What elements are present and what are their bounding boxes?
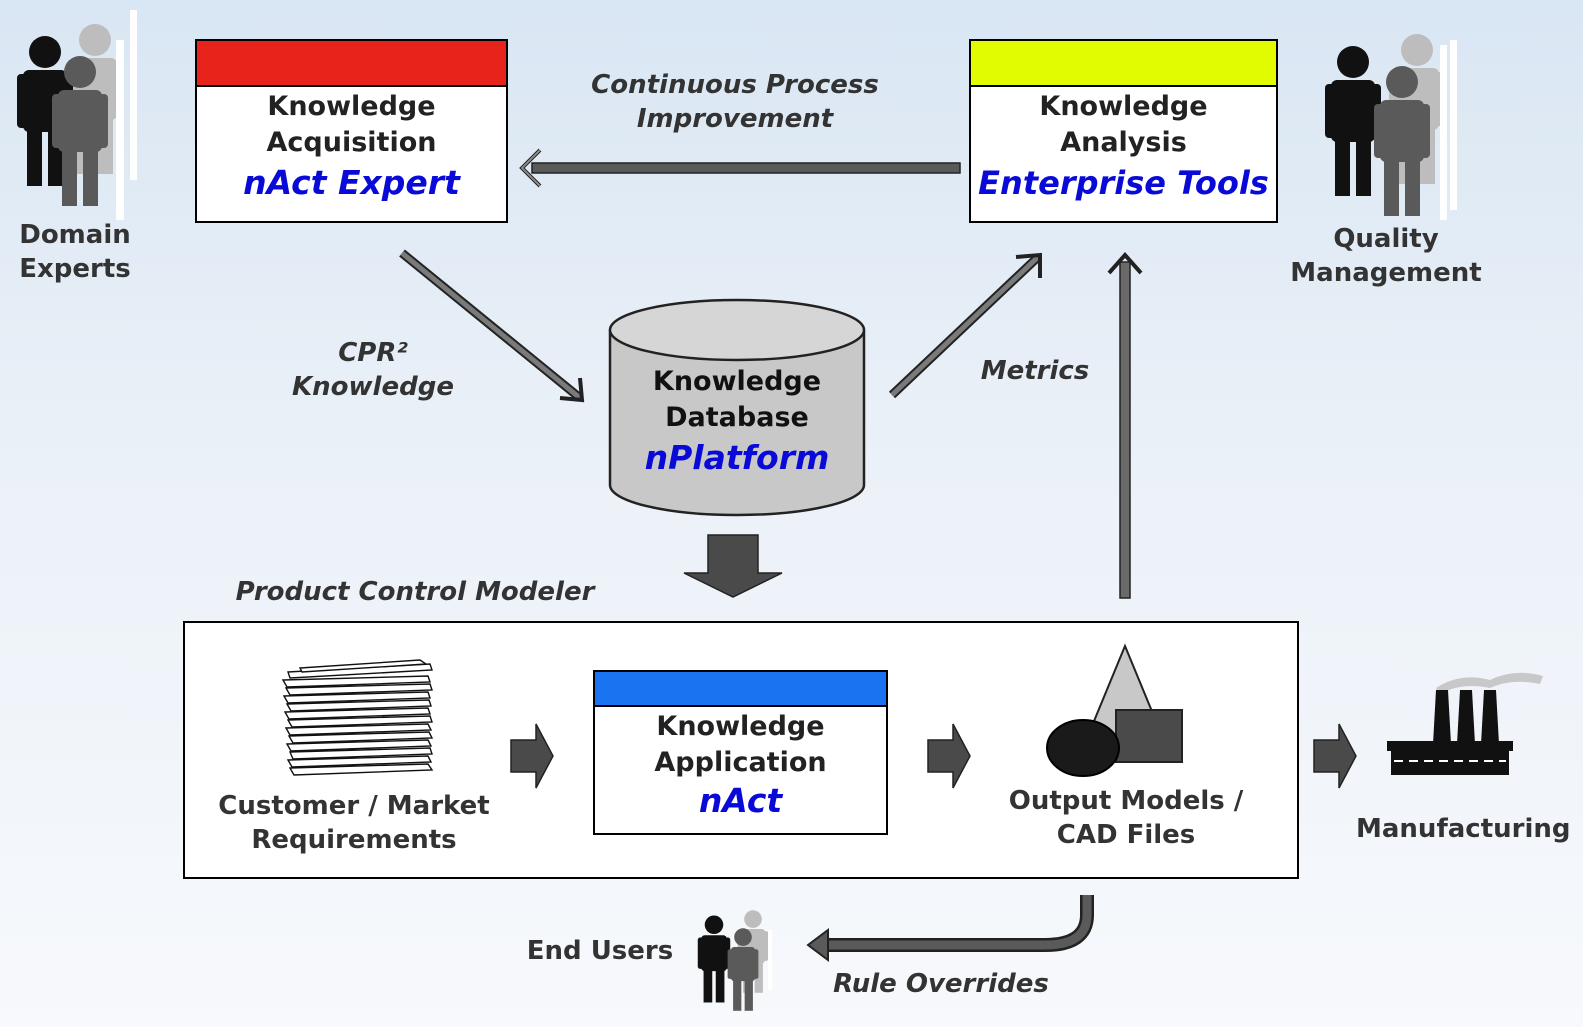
analysis-line1: Knowledge [1039, 91, 1208, 122]
manufacturing-label: Manufacturing [1356, 814, 1571, 844]
quality-management-line1: Quality [1333, 224, 1439, 254]
improvement-arrow [519, 148, 961, 188]
domain-experts-line1: Domain [19, 220, 131, 250]
product-control-modeler-label: Product Control Modeler [235, 577, 595, 607]
quality-management-label: Quality Management [1290, 222, 1482, 290]
flow-arrow [927, 723, 971, 789]
analysis-line2: Analysis [1060, 127, 1187, 158]
knowledge-application-box: Knowledge Application nAct [593, 670, 888, 835]
customer-requirements-label: Customer / Market Requirements [218, 789, 490, 857]
cpr-line1: CPR² [338, 338, 408, 368]
end-users-label: End Users [526, 936, 674, 966]
continuous-process-line1: Continuous Process [591, 70, 879, 100]
knowledge-acquisition-box: Knowledge Acquisition nAct Expert [195, 39, 508, 223]
application-product: nAct [698, 781, 783, 820]
knowledge-database: Knowledge Database nPlatform [610, 364, 864, 480]
analysis-color-bar [971, 41, 1276, 87]
acquisition-line1: Knowledge [267, 91, 436, 122]
acquisition-product: nAct Expert [243, 163, 460, 202]
domain-experts-line2: Experts [19, 254, 131, 284]
output-line2: CAD Files [1056, 820, 1196, 850]
application-line2: Application [654, 747, 827, 778]
customer-line1: Customer / Market [218, 791, 490, 821]
knowledge-analysis-box: Knowledge Analysis Enterprise Tools [969, 39, 1278, 223]
analysis-product: Enterprise Tools [978, 164, 1269, 202]
cpr-line2: Knowledge [292, 372, 454, 402]
rule-overrides-label: Rule Overrides [833, 969, 1049, 999]
output-line1: Output Models / [1008, 786, 1244, 816]
geometric-shapes-icon [1046, 643, 1183, 777]
metrics-arrow-vertical [1107, 251, 1143, 599]
output-models-label: Output Models / CAD Files [1000, 784, 1252, 852]
database-cylinder-icon [608, 298, 866, 517]
rule-overrides-arrow [806, 895, 1094, 962]
database-line1: Knowledge [652, 366, 822, 397]
domain-experts-label: Domain Experts [5, 218, 145, 286]
document-stack-icon [281, 659, 434, 776]
quality-management-line2: Management [1290, 258, 1482, 288]
continuous-process-line2: Improvement [636, 104, 834, 134]
database-line2: Database [665, 402, 809, 433]
acquisition-line2: Acquisition [266, 127, 437, 158]
people-group-icon [17, 10, 137, 220]
factory-icon [1387, 672, 1543, 775]
people-group-icon [697, 910, 772, 1011]
metrics-label: Metrics [980, 356, 1090, 386]
cpr-knowledge-label: CPR² Knowledge [288, 336, 458, 404]
people-group-icon [1325, 34, 1457, 220]
acquisition-color-bar [197, 41, 506, 87]
application-line1: Knowledge [656, 711, 825, 742]
cpr-arrow [399, 249, 585, 403]
flow-arrow [1313, 723, 1357, 789]
customer-line2: Requirements [251, 825, 457, 855]
down-arrow [683, 534, 783, 598]
continuous-process-label: Continuous Process Improvement [585, 68, 885, 136]
database-product: nPlatform [644, 438, 830, 477]
flow-arrow [510, 723, 554, 789]
application-color-bar [595, 672, 886, 707]
metrics-arrow-diagonal [888, 252, 1042, 399]
